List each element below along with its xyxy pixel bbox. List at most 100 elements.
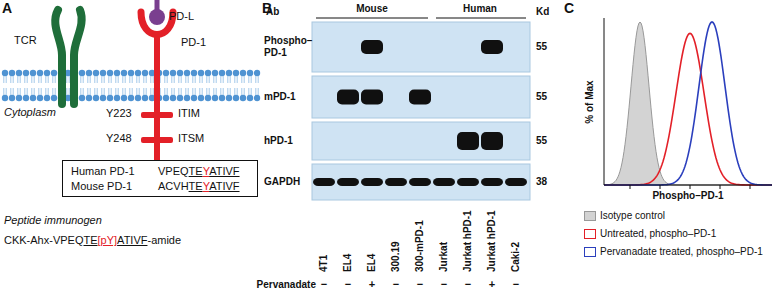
legend-row: Isotype control xyxy=(584,210,665,221)
treatment-sign: − xyxy=(513,278,519,291)
text-segment: [pY] xyxy=(98,234,118,246)
figure-label: ITIM xyxy=(178,107,200,120)
lane-label: Jurkat hPD-1 xyxy=(462,210,474,272)
lipid-head xyxy=(226,95,232,101)
lipid-head xyxy=(212,95,218,101)
lane-label: 4T1 xyxy=(318,255,330,272)
pervanadate-histogram xyxy=(604,22,772,185)
lipid-head xyxy=(86,95,92,101)
figure-label: Y223 xyxy=(106,107,132,120)
lane-label: Jurkat hPD-1 xyxy=(486,210,498,272)
lipid-head xyxy=(9,95,15,101)
blot-band xyxy=(481,40,503,54)
legend-swatch xyxy=(584,247,596,257)
ligand-stalk xyxy=(155,0,160,10)
axis-tick xyxy=(720,185,721,189)
blot-band xyxy=(361,40,383,54)
lipid-head xyxy=(121,95,127,101)
blot-bands xyxy=(313,40,527,186)
blot-band xyxy=(313,178,335,186)
lipid-head xyxy=(2,95,8,101)
figure-label: Y248 xyxy=(106,132,132,145)
blot-band xyxy=(457,178,479,186)
lane-label: 300-mPD-1 xyxy=(414,220,426,272)
figure-label: mPD-1 xyxy=(264,91,296,103)
blot-band xyxy=(337,90,359,105)
lipid-head xyxy=(44,70,50,76)
figure-label: CKK-Ahx-VPEQTE[pY]ATIVF-amide xyxy=(4,234,181,247)
legend-row: Untreated, phospho–PD-1 xyxy=(584,228,716,239)
lipid-head xyxy=(247,95,253,101)
lipid-head xyxy=(79,95,85,101)
lipid-head xyxy=(16,70,22,76)
figure-label: ITSM xyxy=(178,132,204,145)
blot-band xyxy=(361,178,383,186)
treatment-sign: − xyxy=(441,278,447,291)
lipid-head xyxy=(142,95,148,101)
lane-label: 300.19 xyxy=(390,241,402,272)
lipid-head xyxy=(114,70,120,76)
figure-label: Kd xyxy=(536,6,549,18)
tcr-receptor xyxy=(55,10,81,104)
lipid-head xyxy=(205,70,211,76)
treatment-sign: − xyxy=(345,278,351,291)
lipid-head xyxy=(254,70,260,76)
ligand-head xyxy=(149,9,165,25)
blot-band xyxy=(457,132,479,150)
legend-swatch xyxy=(584,229,596,239)
text-segment: ATIVF xyxy=(117,234,147,246)
lipid-head xyxy=(23,70,29,76)
legend-text: Untreated, phospho–PD-1 xyxy=(600,228,716,239)
blot-band xyxy=(505,178,527,186)
blot-band xyxy=(409,90,431,105)
text-segment: -amide xyxy=(147,234,181,246)
figure-label: 55 xyxy=(536,41,547,53)
lipid-head xyxy=(79,70,85,76)
lipid-head xyxy=(170,70,176,76)
text-segment: TE xyxy=(189,180,203,192)
treatment-sign: − xyxy=(393,278,399,291)
legend-swatch xyxy=(584,211,596,221)
figure-label: Human xyxy=(463,3,497,15)
lipid-head xyxy=(163,95,169,101)
lipid-head xyxy=(233,70,239,76)
text-segment: TE xyxy=(189,165,203,177)
text-segment: ATIVF xyxy=(209,165,239,177)
lipid-head xyxy=(86,70,92,76)
text-segment: Y xyxy=(203,180,210,192)
lipid-head xyxy=(247,70,253,76)
figure-label: PD-1 xyxy=(181,36,206,49)
lipid-head xyxy=(30,95,36,101)
sequence-box: Human PD-1VPEQTEYATIVFMouse PD-1ACVHTEYA… xyxy=(62,160,258,197)
lipid-head xyxy=(240,95,246,101)
lipid-head xyxy=(128,95,134,101)
x-axis xyxy=(604,185,772,186)
sequence-text: ACVHTEYATIVF xyxy=(158,180,249,192)
lipid-head xyxy=(240,70,246,76)
lane-label: Jurkat xyxy=(438,242,450,272)
lane-label: Caki-2 xyxy=(510,242,522,272)
blot-band xyxy=(481,132,503,150)
pd-ligand xyxy=(149,0,165,25)
panel-letter: C xyxy=(564,0,574,16)
lipid-head xyxy=(212,70,218,76)
lipid-head xyxy=(121,70,127,76)
lipid-head xyxy=(254,95,260,101)
lipid-head xyxy=(135,95,141,101)
lipid-head xyxy=(16,95,22,101)
treatment-sign: + xyxy=(489,278,495,291)
figure-label: Peptide immunogen xyxy=(4,214,102,227)
blot-band xyxy=(385,178,407,186)
lipid-head xyxy=(23,95,29,101)
treatment-sign: − xyxy=(417,278,423,291)
blot-band xyxy=(361,90,383,105)
panel-letter: A xyxy=(2,0,12,16)
figure-label: hPD-1 xyxy=(264,135,293,147)
lipid-head xyxy=(37,95,43,101)
figure-label: 38 xyxy=(536,176,547,188)
lipid-head xyxy=(198,95,204,101)
lipid-head xyxy=(128,70,134,76)
blot-strip xyxy=(312,122,530,160)
lipid-head xyxy=(93,95,99,101)
